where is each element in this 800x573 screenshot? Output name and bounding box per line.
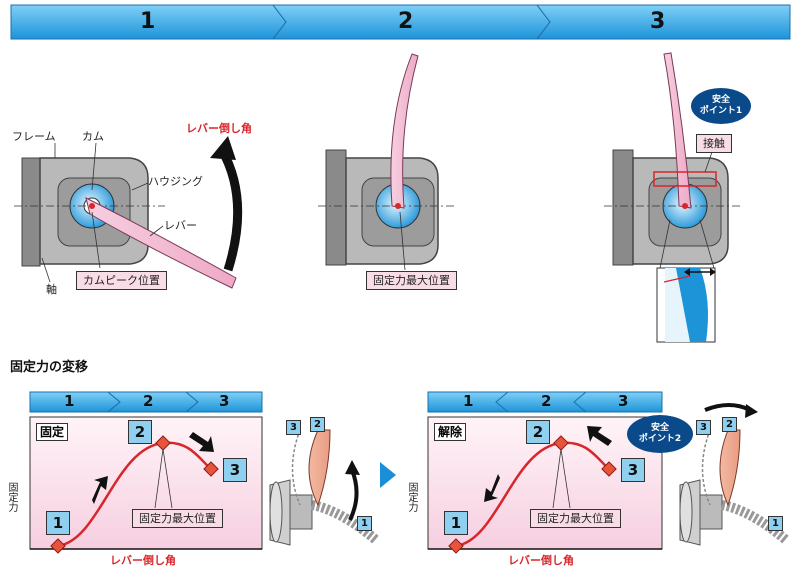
left-device-tag-1: 1 [357, 516, 372, 531]
label-shaft: 軸 [46, 283, 57, 296]
right-chart-marker-2: 2 [526, 420, 550, 444]
left-device-tag-3: 3 [286, 420, 301, 435]
section-title: 固定力の変移 [10, 360, 89, 375]
label-lever: レバー [164, 219, 197, 232]
label-cam: カム [82, 130, 104, 143]
left-device-illustration [269, 429, 380, 546]
right-device-tag-2: 2 [722, 417, 737, 432]
safety-point-2-line1: 安全 [650, 423, 669, 433]
right-chart-step-2: 2 [541, 392, 552, 410]
label-lever-angle: レバー倒し角 [186, 122, 252, 135]
left-chart-marker-1: 1 [46, 511, 70, 535]
top-step-2: 2 [398, 9, 414, 34]
right-chart-marker-1: 1 [444, 511, 468, 535]
panel1-mechanism [14, 136, 243, 289]
transition-arrow [380, 462, 396, 488]
safety-point-1-line2: ポイント1 [699, 106, 743, 117]
left-chart-step-3: 3 [219, 392, 230, 410]
label-cam-peak: カムピーク位置 [76, 271, 167, 290]
top-step-1: 1 [140, 9, 156, 34]
safety-point-1: 安全 ポイント1 [693, 95, 749, 118]
label-max-position-panel2: 固定力最大位置 [366, 271, 457, 290]
safety-point-2-line2: ポイント2 [638, 434, 682, 445]
right-chart-step-1: 1 [463, 392, 474, 410]
top-step-bar [10, 4, 791, 40]
right-chart-max-label: 固定力最大位置 [530, 509, 621, 528]
safety-point-1-line1: 安全 [711, 95, 730, 105]
right-chart-ylabel: 固定力 [406, 482, 417, 512]
left-chart-ylabel: 固定力 [6, 482, 17, 512]
left-chart-step-1: 1 [64, 392, 75, 410]
right-device-illustration [679, 403, 790, 546]
left-chart-step-2: 2 [143, 392, 154, 410]
left-chart-marker-3: 3 [223, 458, 247, 482]
left-chart-max-label: 固定力最大位置 [132, 509, 223, 528]
left-chart-mode: 固定 [36, 423, 69, 441]
left-device-tag-2: 2 [310, 417, 325, 432]
label-frame: フレーム [12, 130, 56, 143]
right-device-tag-1: 1 [768, 516, 783, 531]
right-device-tag-3: 3 [696, 420, 711, 435]
panel2-mechanism [318, 53, 455, 271]
safety-point-2: 安全 ポイント2 [628, 423, 692, 446]
right-chart-step-3: 3 [618, 392, 629, 410]
right-chart-mode: 解除 [434, 423, 467, 441]
right-chart-xlabel: レバー倒し角 [508, 554, 574, 567]
left-chart-marker-2: 2 [128, 420, 152, 444]
label-housing: ハウジング [148, 175, 203, 188]
label-contact: 接触 [696, 134, 732, 153]
left-chart-xlabel: レバー倒し角 [110, 554, 176, 567]
top-step-3: 3 [650, 9, 666, 34]
right-chart-marker-3: 3 [621, 458, 645, 482]
panel3-mechanism [604, 52, 751, 343]
